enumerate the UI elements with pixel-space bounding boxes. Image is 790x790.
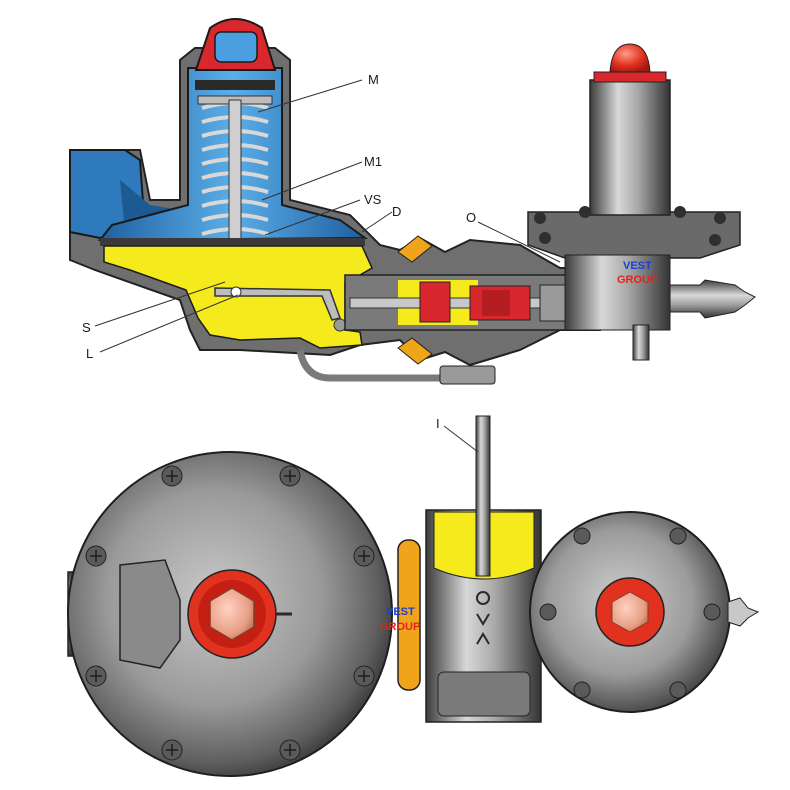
brand-label-top: VEST GROUP [617,260,657,286]
relief-cap-base [593,71,667,83]
housing-screw-heads [90,470,370,756]
callout-d: D [392,204,401,219]
valve-body-collar [437,671,531,717]
relief-cap [609,43,651,73]
callout-l: L [86,346,93,361]
sense-line [296,349,445,382]
brand-line2-bottom: GROUP [380,621,420,633]
valve-orifice [482,290,510,316]
relief-flange [527,211,741,259]
plan-view: VEST GROUP [67,415,760,777]
orange-flange [397,539,421,691]
lever [214,287,341,321]
brand-label-bottom: VEST GROUP [380,606,420,633]
relief-nut [611,591,649,633]
callout-i: I [436,416,440,431]
lever-pin [333,318,347,332]
callouts-top [94,79,561,353]
relief-cylinder [589,79,671,216]
adjust-cap-blue [214,31,258,63]
brand-line2: GROUP [617,274,657,286]
orange-flange-top [397,235,433,263]
diaphragm [100,238,365,246]
brand-line1-bottom: VEST [386,606,415,618]
brand-line1: VEST [623,260,652,272]
indicator-rod [475,415,491,577]
valve-seat-left [419,281,451,323]
callout-m1: M1 [364,154,382,169]
adjust-nut [209,587,255,641]
flow-symbol [476,591,490,645]
callout-m: M [368,72,379,87]
relief-body [564,254,671,331]
relief-bolts [534,206,726,246]
lever-pivot [230,286,242,298]
sectional-view: VEST GROUP [69,18,756,385]
sense-line-fitting [439,365,496,385]
callout-s: S [82,320,91,335]
relief-disk-screws [539,527,721,699]
relief-outlet [727,597,760,627]
housing-neck [119,559,181,669]
bonnet-collar [195,80,275,90]
outlet-nozzle [669,279,756,319]
callout-o: O [466,210,476,225]
callout-i-line [443,425,479,453]
vent-pipe [632,324,650,361]
orange-flange-bottom [397,337,433,365]
callout-vs: VS [364,192,382,207]
